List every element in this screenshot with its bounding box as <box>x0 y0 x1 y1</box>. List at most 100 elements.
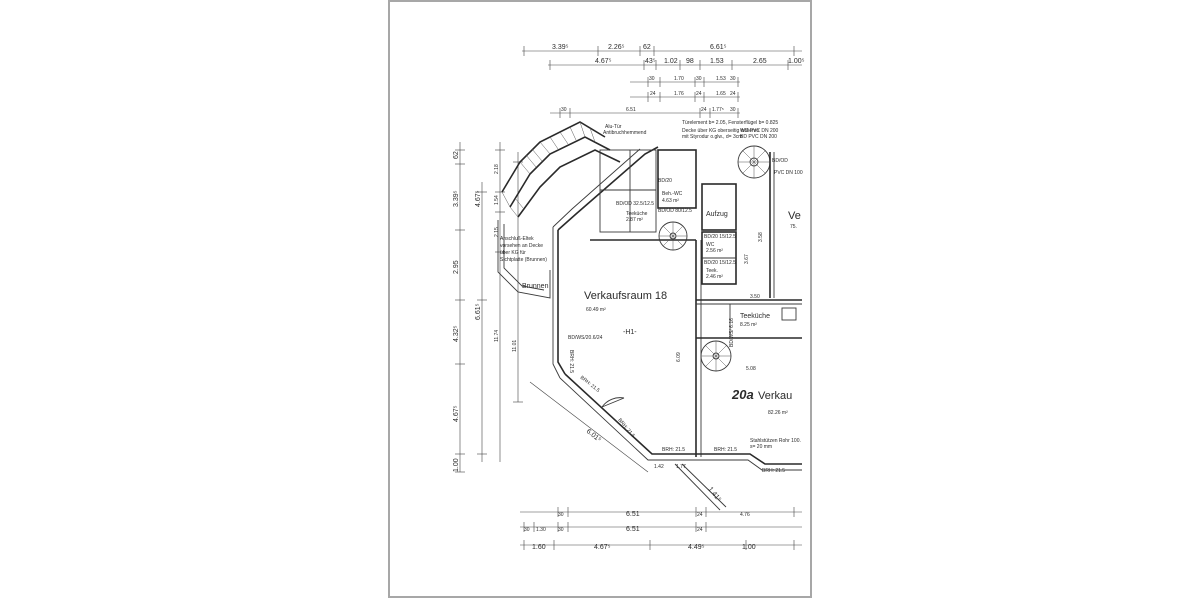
note-anschluss-3: über KG für <box>500 250 526 256</box>
dim-top-9: 1.53 <box>710 58 724 65</box>
dim-bottom-8: 6.51 <box>626 526 640 533</box>
dim-inner-2: 3.50 <box>750 294 760 300</box>
dim-bottom-7: 30 <box>558 527 564 533</box>
dim-bottom-5: 30 <box>524 527 530 533</box>
floor-plan-sheet: 3.39⁵ 2.26⁵ 62 6.61⁵ 4.67⁵ 43⁵ 1.02 98 1… <box>388 0 812 598</box>
room-main-name: Verkaufsraum 18 <box>584 290 667 302</box>
dim-diagonal-1: 6.01⁵ <box>585 428 602 444</box>
note-stahl: Stahlstützen Rohr 100. <box>750 438 801 444</box>
dim-top-13: 1.70 <box>674 76 684 82</box>
brh-label-5: BRH: 21.5 <box>714 447 737 453</box>
dim-left-5: 4.67⁵ <box>453 405 460 422</box>
brh-label-1: BRH: 21.5 <box>568 350 574 373</box>
room-teekueche-left: Teeküche <box>626 211 648 217</box>
window-main: BD/WS/20.6/24 <box>568 335 603 341</box>
dim-top-7: 1.02 <box>664 58 678 65</box>
dim-diagonal-2: 1.41⁵ <box>706 486 722 503</box>
door-label-5: BD/20 15/12.5 <box>704 260 736 266</box>
dim-left-1: 62 <box>453 151 460 159</box>
room-teekueche: Teeküche <box>740 313 770 320</box>
left-dimension-chains: 62 3.39⁵ 2.95 4.32⁵ 4.67⁵ 1.00 4.67⁵ 6.6… <box>453 142 523 473</box>
dim-top-3: 62 <box>643 44 651 51</box>
dim-inner-5: 3.67 <box>744 254 750 264</box>
door-label-4: BD/20 15/12.5 <box>704 234 736 240</box>
dim-bottom-4: 4.76 <box>740 512 750 518</box>
note-alu-door-2: Antibruchhemmend <box>603 130 647 136</box>
dim-bottom-2: 6.51 <box>626 511 640 518</box>
brh-label-2: BRH: 21.5 <box>579 375 601 394</box>
dim-top-8: 98 <box>686 58 694 65</box>
dim-top-24: 24 <box>701 107 707 113</box>
note-tuerelement: Türelement b= 2.05, Fensterflügel b= 0.8… <box>682 120 778 126</box>
dim-top-11: 1.00⁵ <box>788 58 805 65</box>
label-brunnen: Brunnen <box>522 283 549 290</box>
brh-label-6: BRH: 21.5 <box>762 468 785 474</box>
service-rooms: Beh.-WC 4.63 m² Aufzug WC 2.56 m² Teek. … <box>599 145 802 372</box>
dim-top-16: 30 <box>730 76 736 82</box>
dim-top-19: 24 <box>696 91 702 97</box>
dim-bottom-11: 4.67⁵ <box>594 544 611 551</box>
right-rooms: 20a Verkau 82.26 m² Ve 75. 3.50 5.08 3.5… <box>654 210 801 470</box>
dim-top-17: 24 <box>650 91 656 97</box>
note-wd-pvc: WD PVC DN 200 <box>740 128 779 134</box>
dim-left-3: 2.95 <box>453 260 460 274</box>
main-room-walls: 6.01⁵ 1.41⁵ <box>529 146 802 511</box>
note-anschluss-4: Sichtplatte (Brunnen) <box>500 257 547 263</box>
dim-left-6: 1.00 <box>453 458 460 472</box>
dim-left-2: 3.39⁵ <box>453 190 460 207</box>
room-beh-wc: Beh.-WC <box>662 191 683 197</box>
room-wc: WC <box>706 242 715 248</box>
note-stahl-2: s= 20 mm <box>750 444 772 450</box>
door-label-2: BD/OD 32.5/12.5 <box>616 201 654 207</box>
room-teek: Teek. <box>706 268 718 274</box>
dim-top-26: 30 <box>730 107 736 113</box>
dim-top-21: 24 <box>730 91 736 97</box>
dim-inner-3: 5.08 <box>746 366 756 372</box>
note-anschluss-2: vorsehen an Decke <box>500 243 543 249</box>
top-dimension-chains: 3.39⁵ 2.26⁵ 62 6.61⁵ 4.67⁵ 43⁵ 1.02 98 1… <box>522 44 805 118</box>
room-teek-area: 2.46 m² <box>706 274 723 280</box>
note-anschluss-1: Anschluß-Eltek <box>500 236 534 242</box>
door-label-3: BD/OD 80/12.5 <box>658 208 692 214</box>
room-right-area: 82.26 m² <box>768 410 788 416</box>
dim-top-6: 43⁵ <box>645 58 656 65</box>
dim-inner-1: 6.09 <box>676 352 682 362</box>
room-right-name: Verkau <box>758 390 792 402</box>
room-teekueche-area: 8.25 m² <box>740 322 757 328</box>
dim-left-12: 11.74 <box>494 330 500 342</box>
door-label-1: BD/20 <box>658 178 672 184</box>
room-teekueche-left-area: 2.87 m² <box>626 217 643 223</box>
room-aufzug: Aufzug <box>706 211 728 218</box>
door-label-7: BD/WS/ 6.16 <box>729 318 735 347</box>
room-right-top-area: 75. <box>790 224 797 230</box>
dim-top-2: 2.26⁵ <box>608 44 625 51</box>
note-bd-pvc: BD PVC DN 200 <box>740 134 777 140</box>
door-label-6: BD/OD <box>772 158 788 164</box>
brh-label-4: BRH: 21.5 <box>662 447 685 453</box>
room-wc-area: 2.56 m² <box>706 248 723 254</box>
dim-bottom-12: 4.49⁵ <box>688 544 705 551</box>
dim-left-10: 1.54 <box>494 195 500 205</box>
dim-left-4: 4.32⁵ <box>453 325 460 342</box>
dim-bottom-1: 30 <box>558 512 564 518</box>
dim-bottom-6: 1.30 <box>536 527 546 533</box>
note-alu-door: Alu-Tür <box>605 124 622 130</box>
dim-bottom-9: 24 <box>697 527 703 533</box>
dim-top-18: 1.76 <box>674 91 684 97</box>
dim-bottom-13: 1.00 <box>742 544 756 551</box>
dim-top-15: 1.53 <box>716 76 726 82</box>
dim-top-10: 2.65 <box>753 58 767 65</box>
note-decke-2: mit Styrodur o.glw., d= 3cm <box>682 134 742 140</box>
dim-bottom-3: 24 <box>697 512 703 518</box>
note-bd-pvc-2: PVC DN 100 <box>774 170 803 176</box>
dim-inner-6: 1.42 <box>654 464 664 470</box>
room-beh-wc-area: 4.63 m² <box>662 198 679 204</box>
dim-left-11: 2.15 <box>494 227 500 237</box>
dim-top-20: 1.65 <box>716 91 726 97</box>
room-main-area: 60.49 m² <box>586 307 606 313</box>
dim-top-12: 30 <box>649 76 655 82</box>
dim-left-9: 2.18 <box>494 164 500 174</box>
dim-top-4: 6.61⁵ <box>710 44 727 51</box>
dim-bottom-10: 1.60 <box>532 544 546 551</box>
annotations: Anschluß-Eltek vorsehen an Decke über KG… <box>500 120 803 450</box>
